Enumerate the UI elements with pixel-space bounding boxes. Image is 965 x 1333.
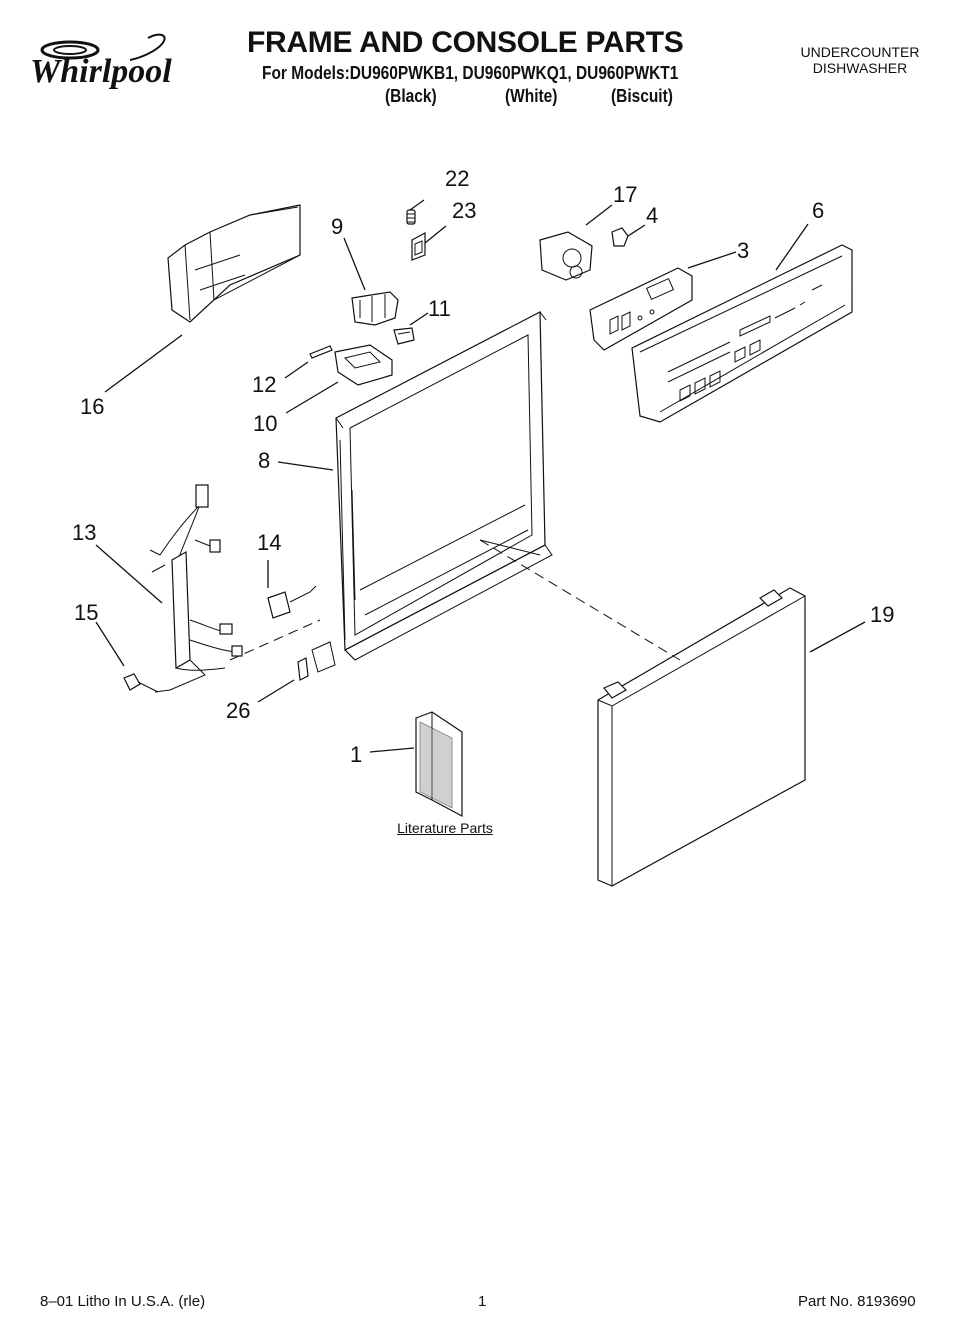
leader-6 xyxy=(775,223,809,271)
part-16-shield xyxy=(167,204,301,323)
part-1-literature xyxy=(415,711,463,817)
callout-12: 12 xyxy=(252,372,276,397)
part-4-knob xyxy=(611,227,629,247)
part-6-console xyxy=(631,244,853,423)
callout-4: 4 xyxy=(646,203,658,228)
callout-22: 22 xyxy=(445,166,469,191)
part-17-switch xyxy=(539,231,593,281)
leader-16 xyxy=(104,334,183,393)
part-12-pin xyxy=(309,345,333,359)
part-26-clip xyxy=(297,657,309,681)
part-8-frame xyxy=(311,311,553,673)
variant-biscuit: (Biscuit) xyxy=(611,86,673,106)
callout-3: 3 xyxy=(737,238,749,263)
part-15-screw xyxy=(123,673,159,693)
part-11-switch xyxy=(393,327,415,345)
callout-15: 15 xyxy=(74,600,98,625)
part-14-sensor xyxy=(267,585,317,619)
part-19-door-panel xyxy=(597,587,806,887)
leader-11 xyxy=(409,312,429,326)
models-line: For Models:DU960PWKB1, DU960PWKQ1, DU960… xyxy=(262,63,679,83)
variant-white: (White) xyxy=(505,86,558,106)
part-10-bracket xyxy=(334,344,393,386)
leader-12 xyxy=(284,361,309,379)
callout-19: 19 xyxy=(870,602,894,627)
callout-6: 6 xyxy=(812,198,824,223)
leader-23 xyxy=(424,225,447,244)
part-22-spring xyxy=(406,209,416,225)
leader-10 xyxy=(285,381,339,414)
leader-19 xyxy=(809,621,866,653)
part-9-latch xyxy=(351,291,399,326)
logo-wordmark: Whirlpool xyxy=(30,53,172,90)
logo-swirl xyxy=(40,40,100,60)
leader-17 xyxy=(585,204,613,226)
callout-8: 8 xyxy=(258,448,270,473)
callout-10: 10 xyxy=(253,411,277,436)
appliance-type-line1: UNDERCOUNTER xyxy=(800,44,920,60)
whirlpool-logo: Whirlpool xyxy=(30,30,200,100)
alignment-line-door xyxy=(479,539,681,661)
callout-16: 16 xyxy=(80,394,104,419)
callout-23: 23 xyxy=(452,198,476,223)
variant-black: (Black) xyxy=(385,86,437,106)
part-13-harness xyxy=(149,484,243,693)
appliance-type-line2: DISHWASHER xyxy=(812,60,908,76)
literature-parts-label: Literature Parts xyxy=(397,820,493,836)
leader-15 xyxy=(95,621,125,667)
leader-lines xyxy=(95,199,866,753)
callout-9: 9 xyxy=(331,214,343,239)
leader-1 xyxy=(369,747,415,753)
leader-13 xyxy=(95,544,163,604)
part-23-clip xyxy=(411,231,426,261)
callout-17: 17 xyxy=(613,182,637,207)
footer-page-number: 1 xyxy=(478,1293,487,1310)
callout-26: 26 xyxy=(226,698,250,723)
leader-26 xyxy=(257,679,295,703)
leader-22 xyxy=(409,199,425,211)
callout-14: 14 xyxy=(257,530,281,555)
footer-print-info: 8–01 Litho In U.S.A. (rle) xyxy=(40,1293,206,1310)
alignment-line-harness xyxy=(229,619,321,661)
leader-8 xyxy=(277,461,334,471)
footer-part-number: Part No. 8193690 xyxy=(798,1293,916,1310)
part-3-control-board xyxy=(589,267,693,351)
page-title: FRAME AND CONSOLE PARTS xyxy=(247,26,684,59)
appliance-type: UNDERCOUNTER DISHWASHER xyxy=(790,44,930,76)
leader-4 xyxy=(627,224,646,237)
leader-9 xyxy=(343,237,366,291)
callout-11: 11 xyxy=(428,296,451,321)
leader-3 xyxy=(687,251,737,269)
callout-1: 1 xyxy=(350,742,362,767)
callout-13: 13 xyxy=(72,520,96,545)
